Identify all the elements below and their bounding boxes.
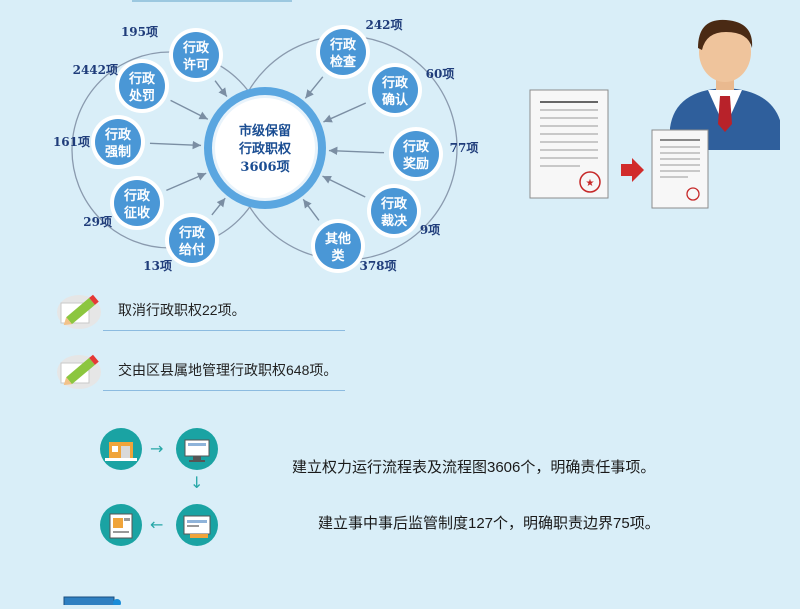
arrow-to-center-jiancha — [304, 76, 324, 99]
category-label-line2: 奖励 — [403, 156, 429, 172]
note-underline — [103, 390, 345, 391]
flow-statement-procedures: 建立权力运行流程表及流程图3606个，明确责任事项。 — [292, 459, 656, 476]
category-label-line1: 行政 — [128, 71, 156, 87]
category-node-qita: 其他类 378项 — [311, 219, 397, 273]
category-label-line2: 征收 — [124, 205, 151, 221]
note-cancelled-powers: 取消行政职权22项。 — [55, 288, 345, 334]
category-count-zhengshou: 29项 — [83, 215, 112, 229]
pencil-note-icon — [55, 348, 103, 390]
warehouse-flow-icon — [100, 428, 142, 470]
category-label-line2: 裁决 — [381, 213, 408, 229]
flow-arrow-left-icon: ← — [150, 515, 164, 534]
pencil-note-icon — [55, 288, 103, 330]
arrow-to-center-zhengshou — [166, 172, 207, 192]
category-label-line1: 行政 — [402, 139, 430, 155]
flow-arrow-down-icon: ↓ — [190, 473, 204, 492]
flow-arrow-right-icon: → — [150, 439, 164, 458]
note-underline — [103, 330, 345, 331]
center-label-line1: 市级保留 — [239, 123, 291, 139]
arrows-group — [149, 76, 385, 221]
flow-statement-supervision: 建立事中事后监管制度127个，明确职责边界75项。 — [318, 515, 660, 532]
category-count-jiancha: 242项 — [365, 18, 402, 32]
simplified-document-icon — [651, 129, 709, 209]
arrow-to-center-geifu — [211, 197, 226, 216]
category-label-line2: 类 — [331, 248, 345, 264]
category-label-line2: 给付 — [179, 242, 205, 258]
category-count-caijue: 9项 — [420, 223, 440, 237]
review-flow-icon — [176, 504, 218, 546]
svg-text:★: ★ — [586, 178, 595, 189]
category-label-line1: 其他 — [325, 231, 351, 247]
category-count-jiangli: 77项 — [450, 141, 479, 155]
category-bubbles: 行政许可195项行政处罚2442项行政强制161项行政征收29项行政给付13项其… — [53, 18, 478, 273]
arrow-to-center-chufa — [170, 99, 209, 120]
arrow-to-center-caijue — [322, 175, 366, 198]
center-label-line2: 行政职权 — [238, 141, 292, 157]
transfer-arrow-icon — [621, 158, 644, 182]
note-delegated-powers: 交由区县属地管理行政职权648项。 — [55, 348, 345, 394]
category-label-line2: 处罚 — [128, 88, 155, 104]
note-text: 取消行政职权22项。 — [118, 302, 246, 318]
arrow-to-center-jiangli — [328, 146, 385, 156]
report-flow-icon — [100, 504, 142, 546]
arrow-to-center-qita — [302, 198, 320, 221]
category-count-geifu: 13项 — [143, 259, 172, 273]
category-label-line2: 许可 — [183, 57, 209, 73]
arrow-to-center-queren — [323, 102, 367, 123]
arrow-to-center-xuke — [214, 80, 228, 98]
top-divider — [132, 0, 292, 2]
category-count-qiangzhi: 161项 — [53, 135, 90, 149]
original-document-icon: ★ — [529, 89, 609, 199]
category-label-line1: 行政 — [380, 196, 408, 212]
power-categories-diagram: 市级保留 行政职权 3606项 行政许可195项行政处罚2442项行政强制161… — [53, 18, 478, 273]
category-count-xuke: 195项 — [121, 25, 158, 39]
category-label-line1: 行政 — [123, 188, 151, 204]
monitor-flow-icon — [176, 428, 218, 470]
category-label-line1: 行政 — [178, 225, 206, 241]
category-count-qita: 378项 — [359, 259, 396, 273]
center-node: 市级保留 行政职权 3606项 — [204, 87, 326, 209]
note-text: 交由区县属地管理行政职权648项。 — [118, 362, 338, 378]
category-label-line2: 确认 — [382, 92, 409, 108]
category-label-line1: 行政 — [381, 75, 409, 91]
document-transfer-illustration: ★ — [520, 10, 782, 220]
category-label-line2: 检查 — [330, 54, 357, 70]
computer-icon — [62, 590, 122, 608]
category-label-line1: 行政 — [329, 37, 357, 53]
arrow-to-center-qiangzhi — [149, 140, 202, 150]
category-count-chufa: 2442项 — [73, 63, 118, 77]
category-label-line1: 行政 — [104, 127, 132, 143]
category-label-line1: 行政 — [182, 40, 210, 56]
center-label-line3: 3606项 — [240, 160, 289, 175]
category-count-queren: 60项 — [426, 67, 455, 81]
category-label-line2: 强制 — [105, 144, 131, 160]
